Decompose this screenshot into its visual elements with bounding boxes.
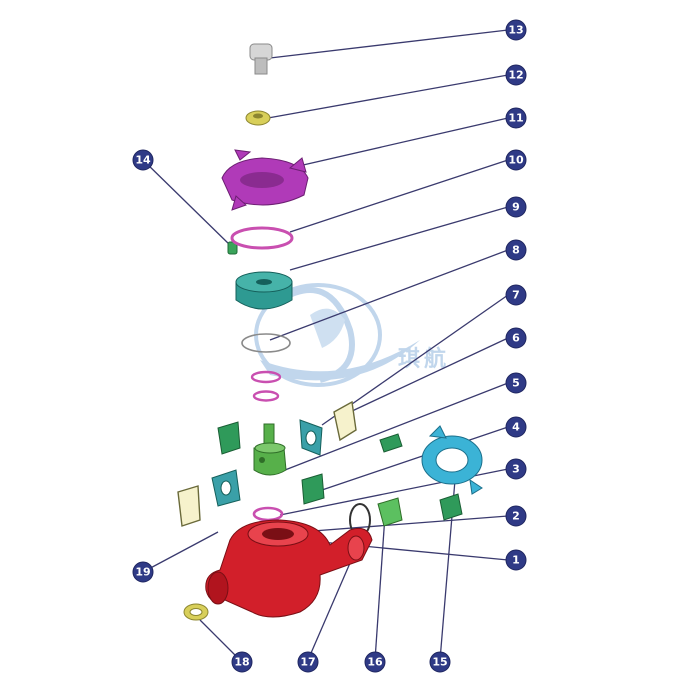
svg-text:1: 1: [512, 554, 520, 567]
part-6-teal-segment: [299, 419, 323, 456]
svg-text:11: 11: [508, 112, 523, 125]
svg-text:13: 13: [508, 24, 523, 37]
callout-12: 12: [505, 64, 527, 86]
callout-7: 7: [505, 284, 527, 306]
svg-text:17: 17: [300, 656, 315, 669]
callout-6: 6: [505, 327, 527, 349]
green-segments-right: [301, 433, 463, 521]
part-4-hammer-nut: [421, 425, 483, 495]
part-5-stem: [253, 423, 287, 476]
callout-badges: 1 2 3 4 5 6 7 8 9 10 11 12 13 14 15 16 1…: [132, 19, 527, 673]
part-9-insert: [235, 271, 293, 310]
callout-1: 1: [505, 549, 527, 571]
svg-text:7: 7: [512, 289, 520, 302]
svg-text:18: 18: [234, 656, 249, 669]
callout-15: 15: [429, 651, 451, 673]
leader-lines: [142, 29, 509, 661]
svg-text:5: 5: [512, 377, 520, 390]
svg-text:16: 16: [367, 656, 383, 669]
svg-text:4: 4: [512, 421, 520, 434]
part-18-washer: [183, 603, 209, 621]
callout-5: 5: [505, 372, 527, 394]
part-3-o-ring: [252, 506, 284, 522]
callout-10: 10: [505, 149, 527, 171]
part-16-segment: [377, 497, 403, 527]
callout-17: 17: [297, 651, 319, 673]
svg-text:12: 12: [508, 69, 523, 82]
svg-text:19: 19: [135, 566, 150, 579]
callout-2: 2: [505, 505, 527, 527]
part-12-brass-nut: [245, 110, 271, 126]
svg-text:15: 15: [432, 656, 447, 669]
svg-text:6: 6: [512, 332, 520, 345]
callout-19: 19: [132, 561, 154, 583]
callout-14: 14: [132, 149, 154, 171]
callout-8: 8: [505, 239, 527, 261]
watermark-text: 琪航: [398, 346, 450, 372]
callout-16: 16: [364, 651, 386, 673]
svg-text:14: 14: [135, 154, 151, 167]
svg-text:2: 2: [512, 510, 520, 523]
part-8-seal-ring: [241, 333, 291, 353]
watermark-logo: 琪航: [254, 283, 450, 387]
callout-11: 11: [505, 107, 527, 129]
callout-18: 18: [231, 651, 253, 673]
svg-text:3: 3: [512, 463, 520, 476]
part-10-o-ring: [230, 226, 294, 250]
part-11-hammer-cap: [221, 149, 309, 211]
green-segments-left: [211, 421, 241, 507]
part-1-valve-body: [205, 519, 373, 618]
callout-4: 4: [505, 416, 527, 438]
callout-9: 9: [505, 196, 527, 218]
callout-3: 3: [505, 458, 527, 480]
callout-13: 13: [505, 19, 527, 41]
svg-text:9: 9: [512, 201, 520, 214]
part-13-cap-screw: [249, 43, 273, 75]
svg-text:10: 10: [508, 154, 524, 167]
svg-text:8: 8: [512, 244, 520, 257]
part-7-clear-segment: [333, 400, 357, 442]
part-19-clear-segment: [177, 485, 201, 527]
small-o-rings: [250, 370, 282, 402]
